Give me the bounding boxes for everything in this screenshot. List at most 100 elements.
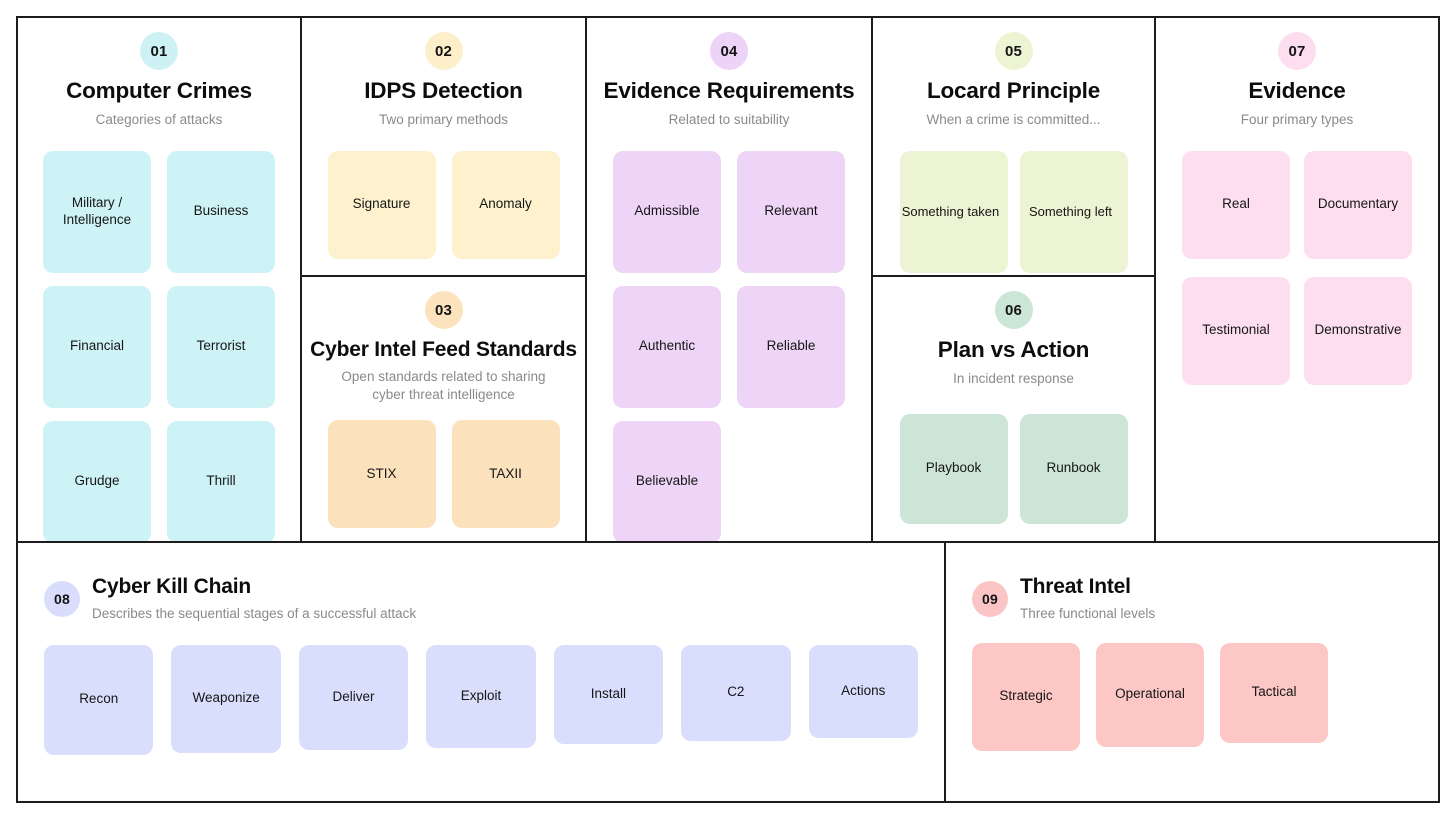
section-02-title: IDPS Detection [364,78,523,103]
section-02-subtitle: Two primary methods [378,111,509,127]
section-03-badge: 03 [424,291,463,329]
section-08-title: Cyber Kill Chain [92,575,251,598]
chip-something-taken[interactable]: Something taken [899,150,1008,273]
chip-label: Financial [69,338,125,354]
chip-label: Exploit [460,687,502,703]
section-09-threat-intel: 09 Threat Intel Three functional levels … [946,543,1438,801]
chip-label: Terrorist [196,338,246,354]
section-07-subtitle: Four primary types [1240,111,1354,127]
section-08-cyber-kill-chain: 08 Cyber Kill Chain Describes the sequen… [18,543,946,801]
section-04-subtitle: Related to suitability [668,111,790,127]
section-08-number: 08 [54,591,70,607]
chip-demonstrative[interactable]: Demonstrative [1304,276,1412,385]
chip-admissible[interactable]: Admissible [613,150,721,273]
chip-believable[interactable]: Believable [613,420,721,543]
chip-weaponize[interactable]: Weaponize [171,644,281,753]
chip-label: Demonstrative [1314,322,1402,338]
chip-testimonial[interactable]: Testimonial [1182,276,1290,385]
chip-anomaly[interactable]: Anomaly [451,150,560,259]
chip-relevant[interactable]: Relevant [737,150,845,273]
chip-reliable[interactable]: Reliable [737,285,845,408]
chip-label: Testimonial [1202,322,1270,338]
chip-tactical[interactable]: Tactical [1220,642,1328,743]
section-03-number: 03 [434,301,453,319]
chip-deliver[interactable]: Deliver [298,644,409,750]
chip-runbook[interactable]: Runbook [1019,413,1128,524]
chip-real[interactable]: Real [1182,150,1290,259]
section-08-chip-group: Recon Weaponize Deliver Exploit Install … [44,644,918,755]
section-01-subtitle: Categories of attacks [95,111,223,127]
chip-label: Authentic [638,338,696,354]
chip-taxii[interactable]: TAXII [451,420,560,528]
column-evidence-requirements: 04 Evidence Requirements Related to suit… [587,18,873,543]
infographic-board: 01 Computer Crimes Categories of attacks… [16,16,1440,803]
chip-install[interactable]: Install [553,644,664,744]
section-09-title: Threat Intel [1020,575,1131,598]
section-09-subtitle: Three functional levels [1020,606,1156,622]
chip-label: Relevant [764,203,818,219]
chip-financial[interactable]: Financial [43,285,151,408]
section-02-badge: 02 [424,32,463,70]
section-03-subtitle: Open standards related to sharing cyber … [341,369,546,403]
chip-label: Something left [1028,203,1113,219]
chip-exploit[interactable]: Exploit [426,644,536,748]
chip-label: Strategic [999,688,1053,704]
section-05-subtitle: When a crime is committed... [926,111,1101,127]
chip-authentic[interactable]: Authentic [613,285,721,408]
chip-documentary[interactable]: Documentary [1304,150,1412,259]
section-02-idps-detection: 02 IDPS Detection Two primary methods Si… [302,18,585,277]
section-06-chip-group: Playbook Runbook [881,413,1146,524]
section-01-chip-group: Military / Intelligence Business Financi… [26,150,292,543]
section-01-computer-crimes: 01 Computer Crimes Categories of attacks… [18,18,300,543]
section-06-title: Plan vs Action [937,337,1090,362]
chip-business[interactable]: Business [167,150,275,273]
chip-stix[interactable]: STIX [327,420,436,528]
chip-label: Weaponize [192,690,260,706]
chip-thrill[interactable]: Thrill [167,420,275,543]
chip-recon[interactable]: Recon [44,644,154,755]
section-06-number: 06 [1004,301,1023,319]
chip-label: Documentary [1317,196,1399,212]
section-08-header-text: Cyber Kill Chain Describes the sequentia… [92,573,416,623]
section-02-number: 02 [434,42,453,60]
chip-something-left[interactable]: Something left [1019,150,1128,273]
bottom-sections-row: 08 Cyber Kill Chain Describes the sequen… [18,541,1438,801]
chip-terrorist[interactable]: Terrorist [167,285,275,408]
column-locard-and-plan: 05 Locard Principle When a crime is comm… [873,18,1156,541]
chip-strategic[interactable]: Strategic [972,642,1080,751]
section-07-chip-group: Real Documentary Testimonial Demonstrati… [1164,150,1430,385]
section-05-locard-principle: 05 Locard Principle When a crime is comm… [873,18,1154,277]
chip-label: Install [590,685,627,701]
chip-label: TAXII [489,465,522,481]
chip-label: Operational [1115,686,1185,702]
chip-playbook[interactable]: Playbook [899,413,1008,524]
chip-label: Admissible [634,203,700,219]
column-idps-and-standards: 02 IDPS Detection Two primary methods Si… [302,18,587,541]
section-04-badge: 04 [710,32,748,70]
section-06-subtitle: In incident response [953,370,1074,386]
section-09-chip-group: Strategic Operational Tactical [972,642,1412,751]
section-04-chip-group: Admissible Relevant Authentic Reliable B… [595,150,863,543]
section-04-number: 04 [720,42,738,60]
chip-grudge[interactable]: Grudge [43,420,151,543]
chip-label: Reliable [766,338,816,354]
chip-label: Business [193,203,249,219]
chip-label: Thrill [206,473,236,489]
section-07-title: Evidence [1248,78,1346,103]
chip-military-intelligence[interactable]: Military / Intelligence [43,150,151,273]
chip-c2[interactable]: C2 [681,644,791,741]
chip-label: Tactical [1251,684,1297,700]
chip-signature[interactable]: Signature [327,150,436,259]
section-04-title: Evidence Requirements [603,78,855,103]
section-03-title: Cyber Intel Feed Standards [310,338,577,361]
column-evidence: 07 Evidence Four primary types Real Docu… [1156,18,1438,541]
section-03-cyber-intel-feed-standards: 03 Cyber Intel Feed Standards Open stand… [302,277,585,541]
top-sections-row: 01 Computer Crimes Categories of attacks… [18,18,1438,543]
chip-operational[interactable]: Operational [1096,642,1204,747]
chip-actions[interactable]: Actions [808,644,918,738]
section-04-evidence-requirements: 04 Evidence Requirements Related to suit… [587,18,871,543]
section-08-subtitle: Describes the sequential stages of a suc… [92,606,417,622]
section-07-badge: 07 [1278,32,1316,70]
section-05-title: Locard Principle [926,78,1101,103]
chip-label: Playbook [925,460,982,476]
